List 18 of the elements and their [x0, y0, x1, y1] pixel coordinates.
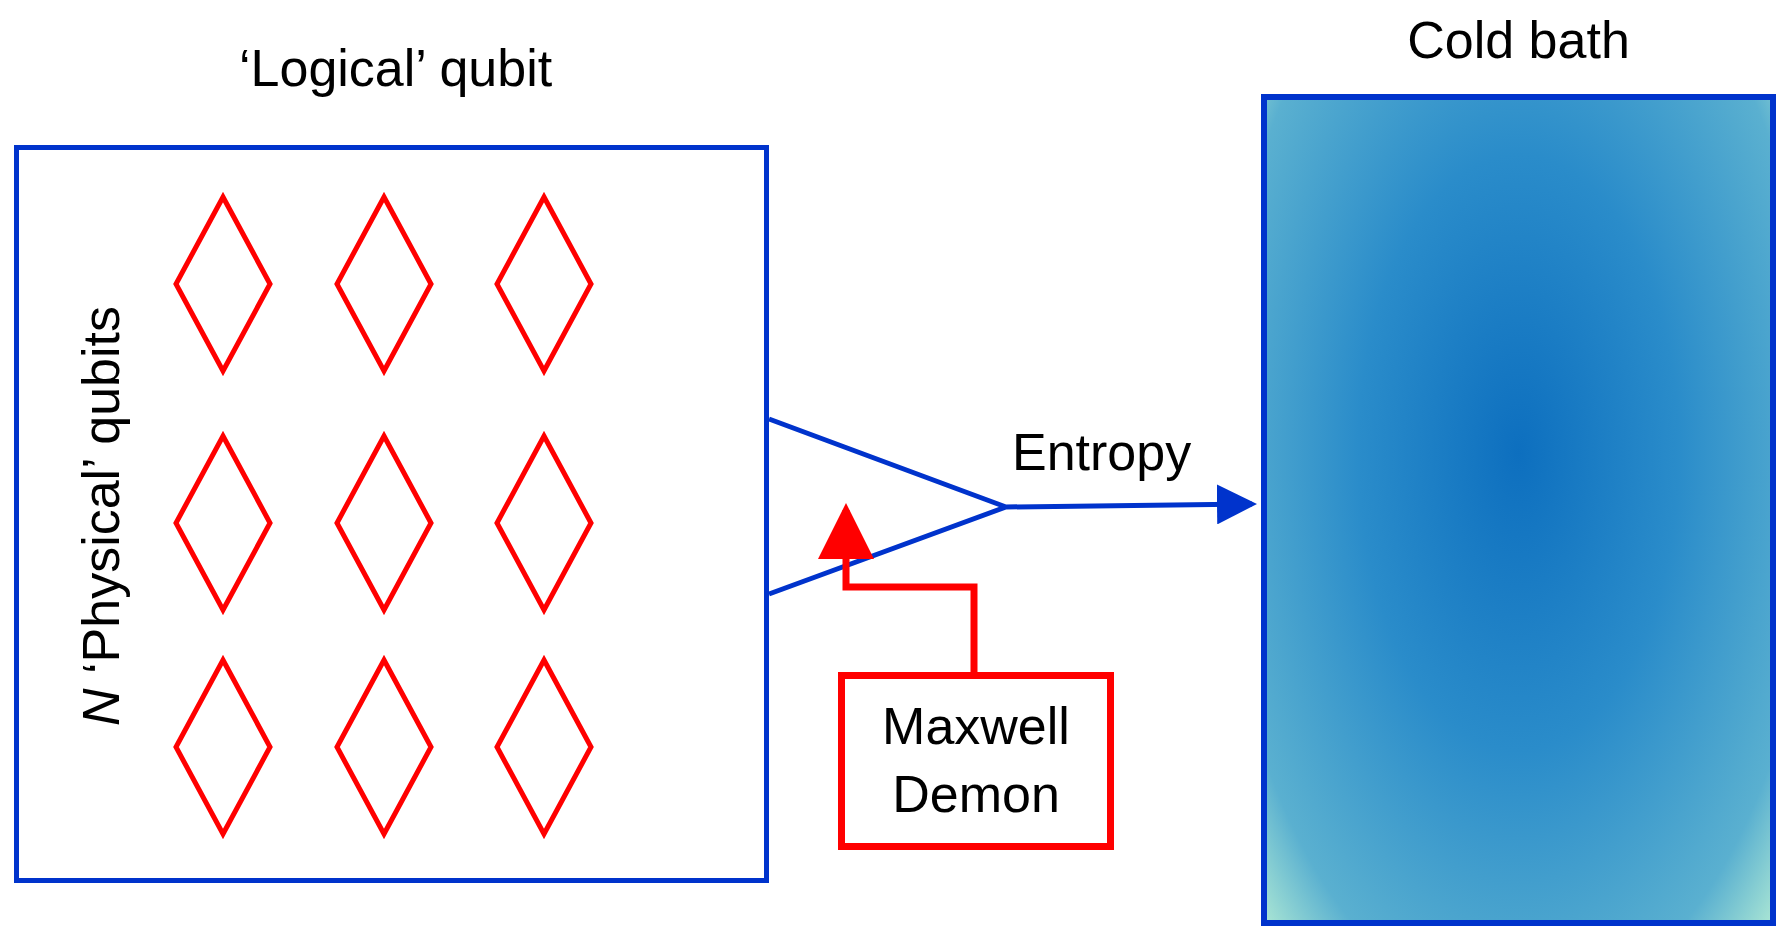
bath-box: [1261, 94, 1776, 926]
qubit-box: [14, 145, 769, 883]
qubit-diamond: [335, 434, 433, 612]
vertical-label: N ‘Physical’ qubits: [71, 306, 131, 726]
qubit-diamond: [495, 658, 593, 836]
qubit-diamond: [335, 195, 433, 373]
box-label: Maxwell Demon: [881, 696, 1071, 825]
qubit-diamond: [495, 434, 593, 612]
qubit-diamond: [174, 658, 272, 836]
qubit-diamond: [335, 658, 433, 836]
qubit-diamond: [174, 195, 272, 373]
edge-label: Entropy: [1012, 422, 1192, 482]
box-heading: ‘Logical’ qubit: [239, 38, 553, 98]
qubit-diamond: [174, 434, 272, 612]
box-heading: Cold bath: [1407, 10, 1630, 70]
demon-box: [838, 672, 1114, 850]
qubit-diamond: [495, 195, 593, 373]
arrow: [818, 503, 978, 672]
